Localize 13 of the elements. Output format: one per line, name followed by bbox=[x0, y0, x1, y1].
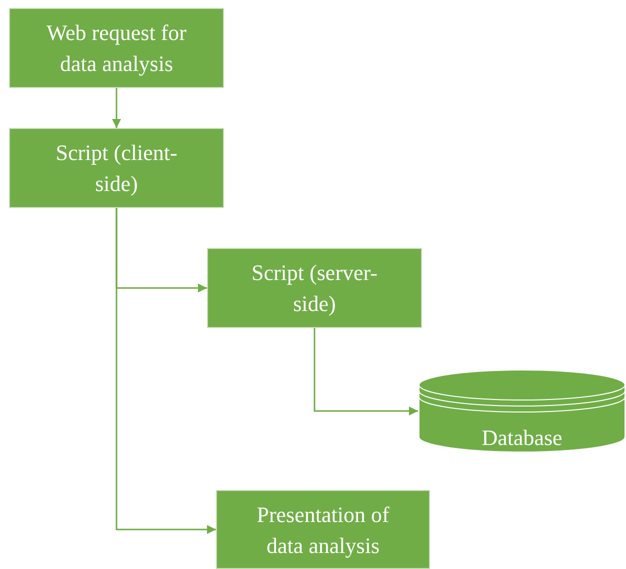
process-box bbox=[9, 128, 224, 208]
connector-arrow bbox=[116, 208, 216, 534]
connector-arrow bbox=[112, 88, 121, 128]
node-label: Script (client-side) bbox=[54, 139, 178, 198]
node-label: Database bbox=[480, 424, 564, 452]
node-label: Web request for data analysis bbox=[46, 19, 188, 78]
node-label: Presentation of data analysis bbox=[256, 500, 390, 560]
process-box bbox=[216, 490, 430, 569]
connector-arrow bbox=[314, 328, 418, 416]
process-box bbox=[207, 248, 422, 328]
node-label: Script (server-side) bbox=[250, 259, 378, 318]
database-cylinder bbox=[418, 369, 626, 453]
process-box bbox=[9, 8, 224, 88]
